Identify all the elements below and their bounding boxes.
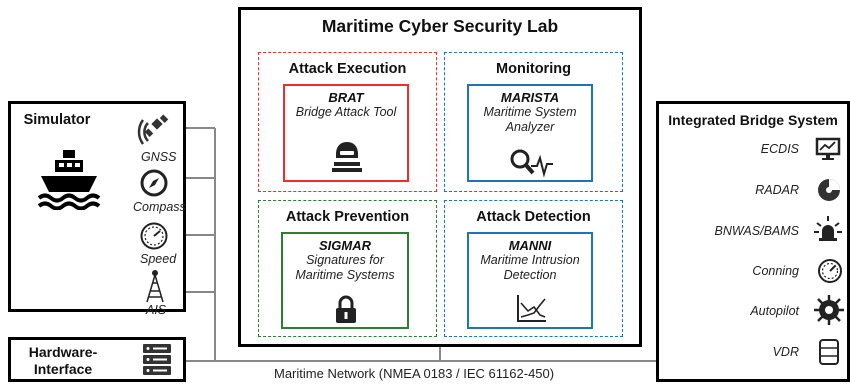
sensor-label-compass: Compass [133, 200, 186, 214]
tool-desc-manni-2: Detection [503, 268, 557, 282]
gauge-icon [817, 258, 843, 284]
ibs-panel: Integrated Bridge System ECDIS RADAR BNW… [656, 101, 850, 382]
tool-name-sigmar: SIGMAR [319, 238, 371, 253]
section-title-monitoring: Monitoring [496, 61, 571, 77]
tool-desc-brat: Bridge Attack Tool [295, 105, 397, 119]
ibs-label-radar: RADAR [755, 183, 799, 197]
section-attack-detection: Attack Detection MANNI Maritime Intrusio… [444, 200, 623, 337]
database-icon [818, 338, 840, 366]
hardware-title-line2: Interface [33, 361, 93, 377]
server-icon [141, 342, 173, 378]
tool-name-marista: MARISTA [500, 90, 560, 105]
radar-icon [816, 177, 842, 203]
tool-name-manni: MANNI [508, 238, 552, 253]
section-title-attack-detection: Attack Detection [476, 209, 591, 225]
section-attack-prevention: Attack Prevention SIGMAR Signatures for … [258, 200, 437, 337]
tool-card-brat[interactable]: BRAT Bridge Attack Tool [283, 84, 409, 182]
tool-desc-marista-1: Maritime System [483, 105, 577, 119]
hacker-icon [330, 140, 364, 174]
ibs-title: Integrated Bridge System [668, 112, 838, 128]
compass-icon [139, 168, 169, 198]
speedometer-icon [139, 221, 169, 251]
tool-name-brat: BRAT [328, 90, 364, 105]
lab-title: Maritime Cyber Security Lab [321, 16, 559, 36]
sensor-label-ais: AIS [146, 303, 167, 317]
hardware-interface-panel: Hardware- Interface [8, 337, 186, 382]
lock-icon [334, 295, 358, 325]
tool-desc-manni-1: Maritime Intrusion [480, 253, 580, 267]
satellite-icon [137, 114, 171, 148]
ibs-label-autopilot: Autopilot [750, 304, 799, 318]
ibs-label-bnwas-bams: BNWAS/BAMS [714, 224, 799, 238]
chart-monitor-icon [815, 137, 841, 161]
sensor-label-gnss: GNSS [141, 150, 177, 164]
tool-desc-marista-2: Analyzer [505, 120, 555, 134]
tool-desc-sigmar-2: Maritime Systems [295, 268, 395, 282]
section-title-attack-execution: Attack Execution [288, 61, 407, 77]
ship-wheel-icon [813, 294, 845, 326]
ibs-label-ecdis: ECDIS [760, 142, 799, 156]
tool-card-manni[interactable]: MANNI Maritime Intrusion Detection [467, 232, 593, 329]
line-chart-icon [516, 293, 548, 323]
tool-card-marista[interactable]: MARISTA Maritime System Analyzer [467, 84, 593, 182]
magnifier-signal-icon [509, 148, 555, 178]
antenna-icon [143, 269, 167, 303]
tool-card-sigmar[interactable]: SIGMAR Signatures for Maritime Systems [281, 232, 409, 329]
tool-desc-sigmar-1: Signatures for [306, 253, 384, 267]
ship-icon [37, 146, 101, 210]
hardware-title-line1: Hardware- [28, 344, 98, 360]
simulator-panel: Simulator GNSS Compass [8, 101, 186, 317]
section-attack-execution: Attack Execution BRAT Bridge Attack Tool [258, 52, 437, 192]
lab-panel: Maritime Cyber Security Lab Attack Execu… [238, 7, 642, 347]
section-monitoring: Monitoring MARISTA Maritime System Analy… [444, 52, 623, 192]
network-label: Maritime Network (NMEA 0183 / IEC 61162-… [274, 366, 555, 381]
sensor-label-speed: Speed [140, 252, 177, 266]
ibs-label-conning: Conning [752, 264, 799, 278]
simulator-title: Simulator [23, 112, 91, 128]
alarm-beacon-icon [813, 214, 843, 242]
ibs-label-vdr: VDR [772, 345, 799, 359]
section-title-attack-prevention: Attack Prevention [285, 209, 410, 225]
